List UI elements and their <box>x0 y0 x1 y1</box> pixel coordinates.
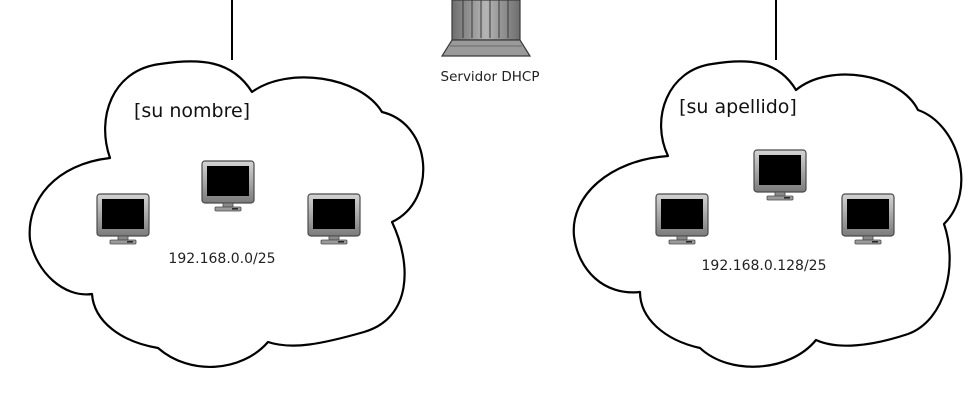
server-label: Servidor DHCP <box>441 69 540 85</box>
monitor-icon <box>841 193 895 245</box>
network-cloud-left: [su nombre] 192.168.0.0/25 <box>28 60 425 368</box>
network-cloud-right: [su apellido] 192.168.0.128/25 <box>572 60 963 368</box>
monitor-icon <box>753 149 807 201</box>
cloud-shape <box>28 60 425 368</box>
server-tower-icon <box>440 0 532 57</box>
subnet-label-right: 192.168.0.128/25 <box>702 258 827 274</box>
network-name-left: [su nombre] <box>134 100 250 122</box>
subnet-label-left: 192.168.0.0/25 <box>168 251 275 267</box>
network-name-right: [su apellido] <box>679 96 797 118</box>
monitor-icon <box>96 193 150 245</box>
cloud-shape <box>572 60 963 368</box>
monitor-icon <box>307 193 361 245</box>
monitor-icon <box>201 160 255 212</box>
dhcp-server: Servidor DHCP <box>440 0 540 85</box>
monitor-icon <box>655 193 709 245</box>
